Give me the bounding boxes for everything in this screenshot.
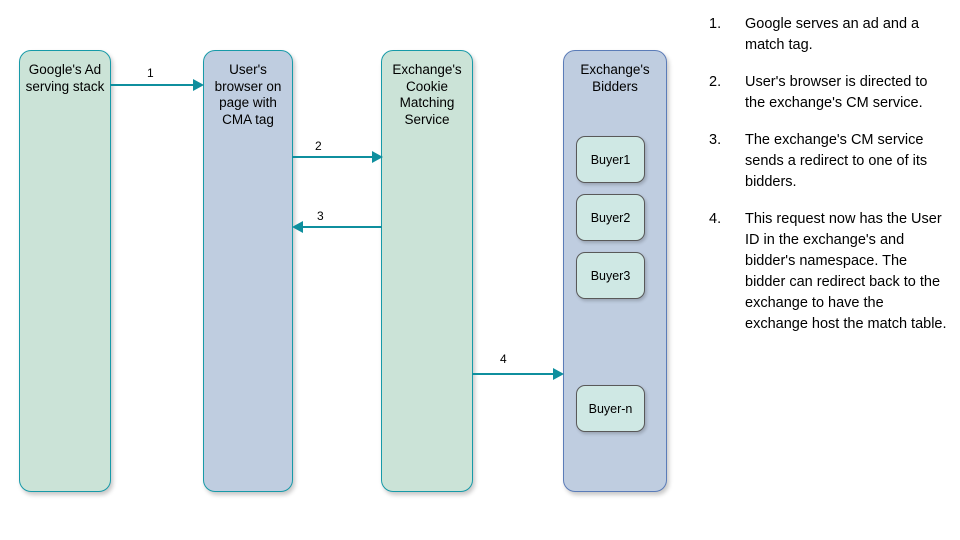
arrow-4-line <box>472 373 555 375</box>
arrow-2-number: 2 <box>315 139 322 153</box>
arrow-1-number: 1 <box>147 66 154 80</box>
step-1-number: 1. <box>709 16 722 32</box>
step-4-text: This request now has the User ID in the … <box>745 211 947 332</box>
lane-google-label: Google's Ad serving stack <box>25 62 105 94</box>
step-item-3: 3. The exchange's CM service sends a red… <box>709 130 949 193</box>
arrow-4-number: 4 <box>500 352 507 366</box>
step-item-4: 4. This request now has the User ID in t… <box>709 209 949 335</box>
step-2-text: User's browser is directed to the exchan… <box>745 74 928 111</box>
step-4-number: 4. <box>709 211 722 227</box>
step-2-number: 2. <box>709 74 722 90</box>
arrow-3-line <box>303 226 382 228</box>
step-3-number: 3. <box>709 132 722 148</box>
arrow-1-line <box>110 84 195 86</box>
step-3-text: The exchange's CM service sends a redire… <box>745 132 928 190</box>
lane-bidders-label: Exchange's Bidders <box>580 62 650 94</box>
step-item-2: 2. User's browser is directed to the exc… <box>709 72 949 114</box>
buyer-box-1: Buyer1 <box>576 136 645 183</box>
step-item-1: 1. Google serves an ad and a match tag. <box>709 14 949 56</box>
buyer-box-2: Buyer2 <box>576 194 645 241</box>
lane-cms-label: Exchange's Cookie Matching Service <box>392 62 462 127</box>
step-1-text: Google serves an ad and a match tag. <box>745 16 920 53</box>
buyer-box-n: Buyer-n <box>576 385 645 432</box>
steps-list: 1. Google serves an ad and a match tag. … <box>709 14 949 351</box>
lane-browser-label: User's browser on page with CMA tag <box>214 62 282 127</box>
lane-exchange-cookie-matching-service: Exchange's Cookie Matching Service <box>381 50 473 492</box>
arrow-1-head-right-icon <box>193 79 204 91</box>
lane-user-browser: User's browser on page with CMA tag <box>203 50 293 492</box>
arrow-3-number: 3 <box>317 209 324 223</box>
arrow-2-head-right-icon <box>372 151 383 163</box>
buyer-box-3: Buyer3 <box>576 252 645 299</box>
arrow-3-head-left-icon <box>292 221 303 233</box>
arrow-2-line <box>292 156 375 158</box>
lane-google-ad-serving-stack: Google's Ad serving stack <box>19 50 111 492</box>
arrow-4-head-right-icon <box>553 368 564 380</box>
